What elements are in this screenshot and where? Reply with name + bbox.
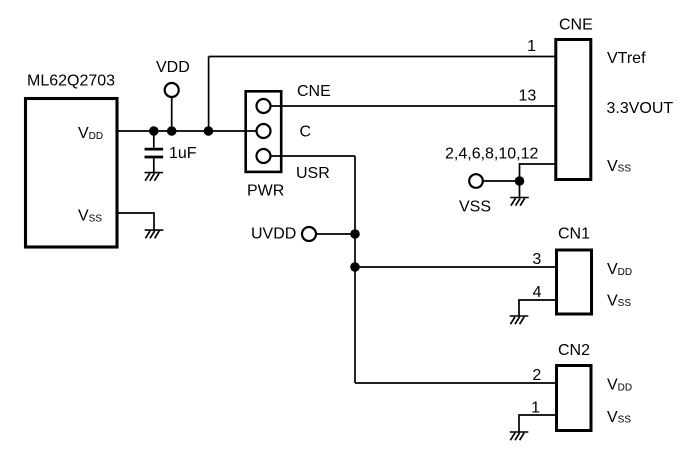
svg-text:4: 4 <box>533 284 542 301</box>
svg-text:1: 1 <box>531 400 540 417</box>
svg-text:C: C <box>300 124 312 141</box>
svg-text:UVDD: UVDD <box>251 226 296 243</box>
svg-text:VTref: VTref <box>607 50 646 67</box>
svg-text:2,4,6,8,10,12: 2,4,6,8,10,12 <box>445 146 539 163</box>
svg-text:CN1: CN1 <box>558 226 590 243</box>
svg-text:VSS: VSS <box>459 199 491 216</box>
svg-text:VSS: VSS <box>607 293 631 310</box>
svg-text:VDD: VDD <box>607 261 632 278</box>
svg-text:3: 3 <box>532 251 541 268</box>
svg-text:PWR: PWR <box>247 183 284 200</box>
svg-text:2: 2 <box>532 367 541 384</box>
svg-text:1uF: 1uF <box>169 145 197 162</box>
svg-text:13: 13 <box>519 88 537 105</box>
svg-text:USR: USR <box>296 165 330 182</box>
svg-text:VSS: VSS <box>607 409 631 426</box>
svg-text:VDD: VDD <box>607 377 632 394</box>
svg-text:CNE: CNE <box>297 83 331 100</box>
svg-text:VDD: VDD <box>156 59 190 76</box>
svg-text:1: 1 <box>527 38 536 55</box>
svg-text:CNE: CNE <box>559 17 593 34</box>
svg-text:3.3VOUT: 3.3VOUT <box>607 100 674 117</box>
svg-text:VSS: VSS <box>607 158 631 175</box>
svg-text:CN2: CN2 <box>558 342 590 359</box>
svg-text:ML62Q2703: ML62Q2703 <box>27 73 115 90</box>
